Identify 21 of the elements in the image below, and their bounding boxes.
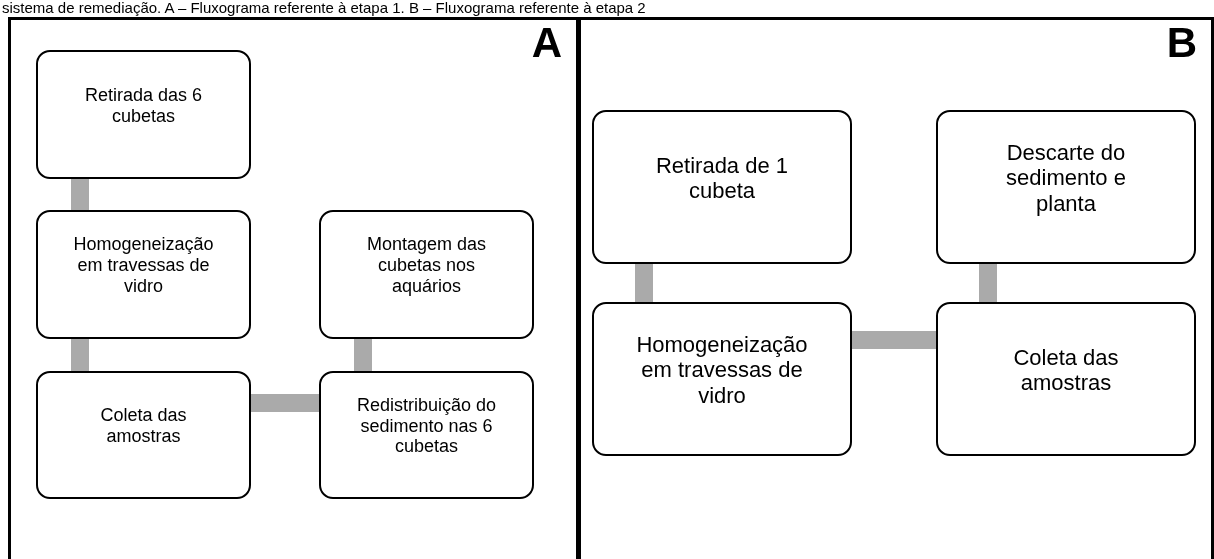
process-box: Descarte do sedimento e planta [936, 110, 1196, 264]
connector-bar [251, 394, 319, 412]
connector-bar [979, 264, 997, 302]
process-box: Retirada das 6 cubetas [36, 50, 251, 179]
process-box: Coleta das amostras [936, 302, 1196, 456]
figure-caption: sistema de remediação. A – Fluxograma referente à etapa 1. B – Fluxograma referente à etapa 2 [2, 0, 646, 16]
connector-bar [354, 339, 372, 371]
connector-bar [71, 179, 89, 210]
panel-frame [578, 17, 1214, 559]
process-box: Retirada de 1 cubeta [592, 110, 852, 264]
panel-letter: B [1166, 22, 1197, 64]
panel-letter: A [531, 22, 562, 64]
connector-bar [71, 339, 89, 371]
process-box: Homogeneização em travessas de vidro [36, 210, 251, 339]
connector-bar [635, 264, 653, 302]
process-box: Redistribuição do sedimento nas 6 cubetas [319, 371, 534, 499]
process-box: Coleta das amostras [36, 371, 251, 499]
connector-bar [852, 331, 936, 349]
process-box: Montagem das cubetas nos aquários [319, 210, 534, 339]
panel-frame [8, 17, 579, 559]
process-box: Homogeneização em travessas de vidro [592, 302, 852, 456]
